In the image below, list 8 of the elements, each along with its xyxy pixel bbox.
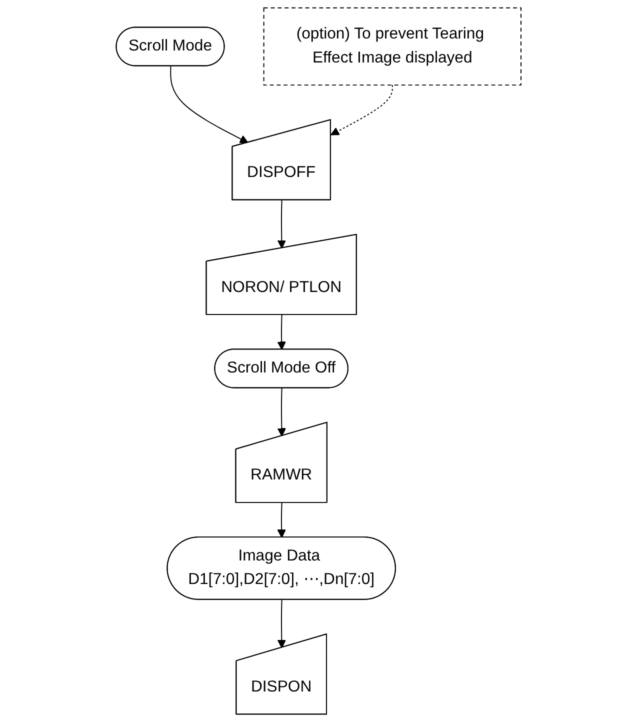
node-box: (option) To prevent Tearing Effect Image displayed [263,7,522,86]
arrow [277,200,286,249]
arrow [330,84,393,136]
arrow [277,388,286,437]
arrow [277,314,286,350]
arrow [277,502,286,538]
arrow [277,599,286,648]
arrow [170,66,248,144]
